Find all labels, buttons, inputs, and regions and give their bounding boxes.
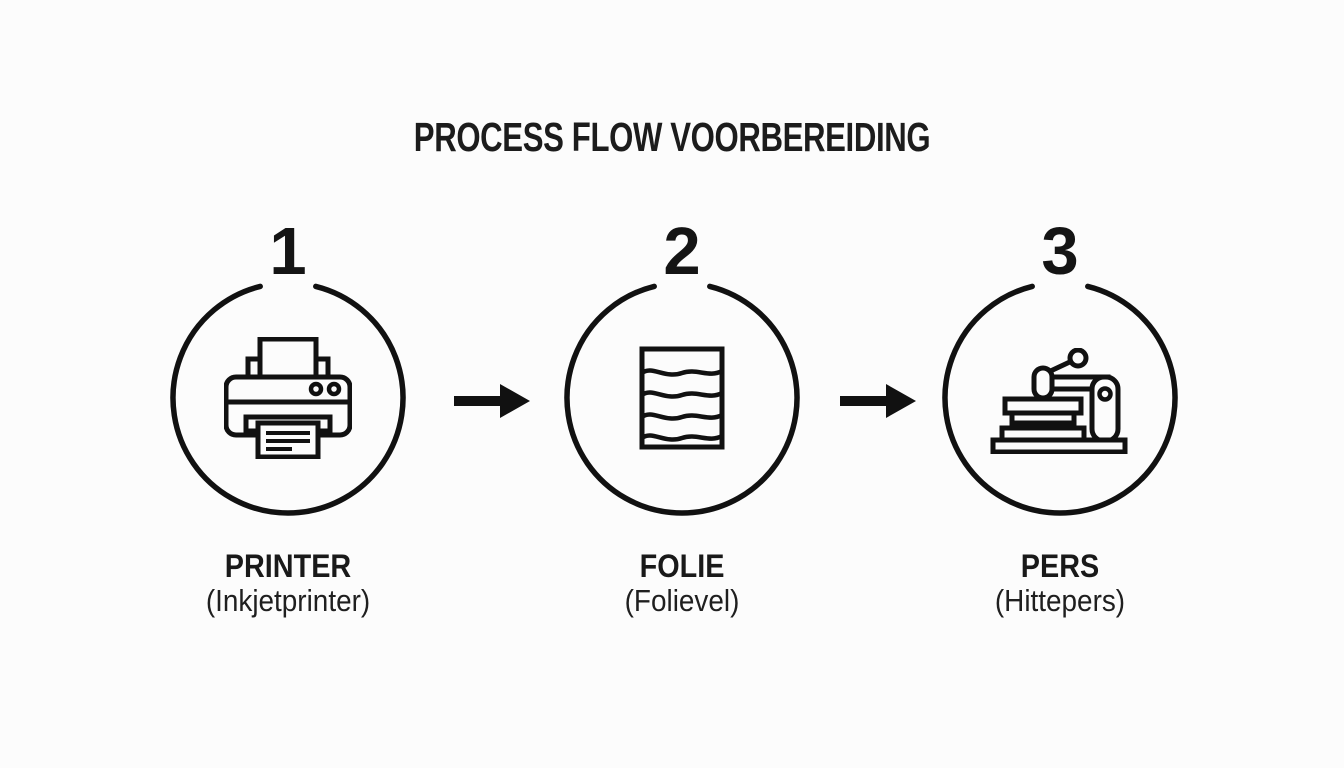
step-3-label: PERS xyxy=(920,549,1200,583)
step-3-circle xyxy=(942,283,1178,516)
step-3-number: 3 xyxy=(1041,214,1079,289)
page-title: PROCESS FLOW VOORBEREIDING xyxy=(413,114,931,160)
step-3-press: 3 PERS (Hittepers) xyxy=(920,0,1200,768)
step-3-sublabel-text: (Hittepers) xyxy=(994,583,1126,618)
step-1-sublabel-text: (Inkjetprinter) xyxy=(205,583,371,618)
step-1-number: 1 xyxy=(269,214,307,289)
heat-press-icon xyxy=(990,348,1128,454)
step-1-sublabel: (Inkjetprinter) xyxy=(148,584,428,618)
step-2-label-text: FOLIE xyxy=(639,548,725,584)
step-1-circle xyxy=(170,283,406,516)
printer-icon xyxy=(224,337,352,459)
step-1-label: PRINTER xyxy=(148,549,428,583)
foil-sheet-icon xyxy=(639,346,725,450)
step-2-circle xyxy=(564,283,800,516)
step-3-label-text: PERS xyxy=(1020,548,1100,584)
step-2-label: FOLIE xyxy=(542,549,822,583)
step-2-number: 2 xyxy=(663,214,701,289)
step-3-sublabel: (Hittepers) xyxy=(920,584,1200,618)
step-2-sublabel: (Folievel) xyxy=(542,584,822,618)
step-1-printer: 1 PRINTER (Inkjetprinter xyxy=(148,0,428,768)
step-2-sublabel-text: (Folievel) xyxy=(624,583,740,618)
arrow-right-icon xyxy=(840,384,916,418)
arrow-right-icon xyxy=(454,384,530,418)
step-2-foil: 2 FOLIE (Folievel) xyxy=(542,0,822,768)
step-1-label-text: PRINTER xyxy=(224,548,352,584)
